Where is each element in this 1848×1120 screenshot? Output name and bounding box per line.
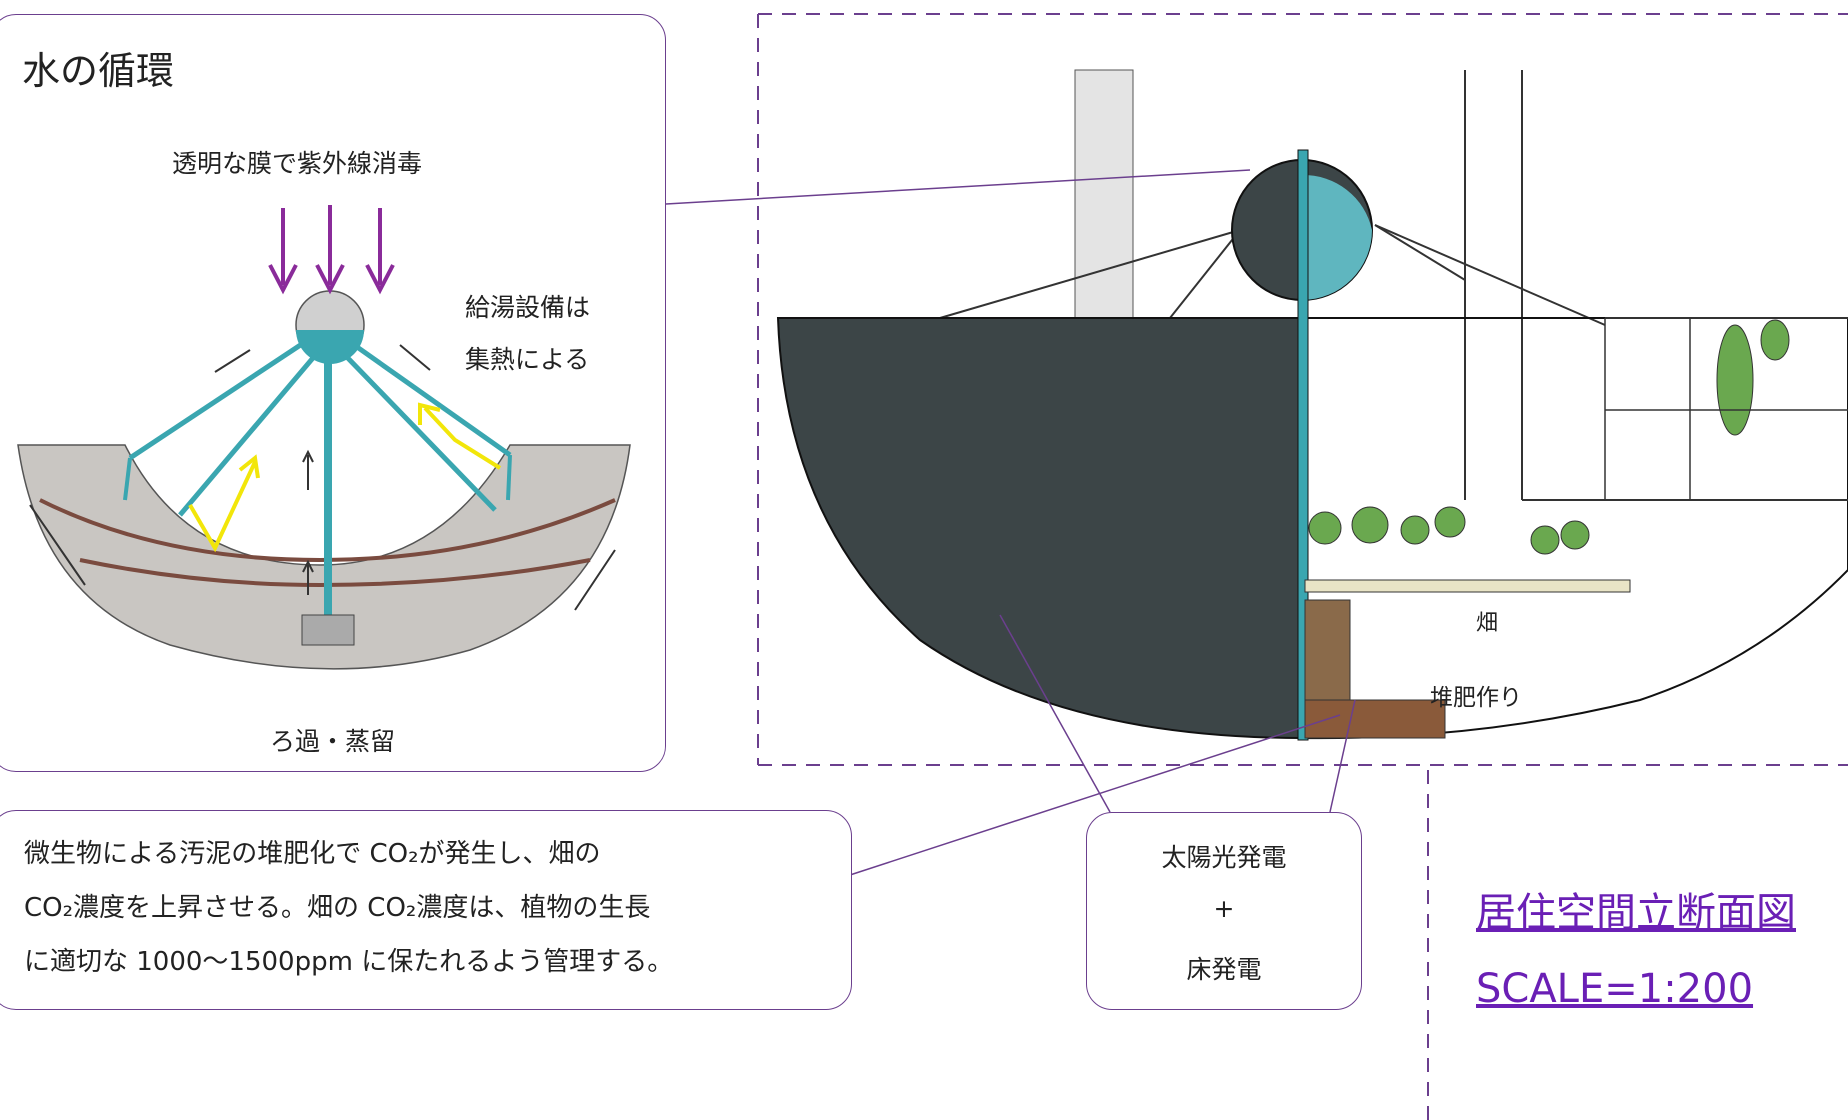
drawing-scale: SCALE=1:200 xyxy=(1476,966,1754,1012)
section-drawing xyxy=(776,69,1848,741)
flow-arrows xyxy=(29,344,616,611)
co2-note-line-3: に適切な 1000〜1500ppm に保たれるよう管理する。 xyxy=(24,947,674,977)
water-cycle-title: 水の循環 xyxy=(22,49,175,93)
power-panel xyxy=(1086,812,1362,1010)
leader-lines xyxy=(665,169,1356,876)
section-frame xyxy=(757,13,1848,1120)
hot-water-label-2: 集熱による xyxy=(465,345,590,374)
uv-arrows xyxy=(268,205,395,295)
co2-note-line-2: CO₂濃度を上昇させる。畑の CO₂濃度は、植物の生長 xyxy=(24,893,651,923)
filter-label: ろ過・蒸留 xyxy=(270,727,396,756)
power-line-3: 床発電 xyxy=(1186,955,1262,984)
heat-arrows xyxy=(188,402,502,553)
power-line-1: 太陽光発電 xyxy=(1161,843,1287,872)
drawing-name: 居住空間立断面図 xyxy=(1476,890,1796,936)
power-line-2: + xyxy=(1213,894,1235,923)
co2-note-panel xyxy=(0,810,852,1010)
water-cycle-bowl xyxy=(17,290,631,670)
compost-label: 堆肥作り xyxy=(1430,685,1522,711)
hot-water-label-1: 給湯設備は xyxy=(465,293,591,322)
co2-note-line-1: 微生物による汚泥の堆肥化で CO₂が発生し、畑の xyxy=(24,839,601,869)
drawing-title-block: 居住空間立断面図 SCALE=1:200 xyxy=(1476,880,1848,1012)
uv-label: 透明な膜で紫外線消毒 xyxy=(172,149,423,178)
field-label: 畑 xyxy=(1476,611,1499,636)
